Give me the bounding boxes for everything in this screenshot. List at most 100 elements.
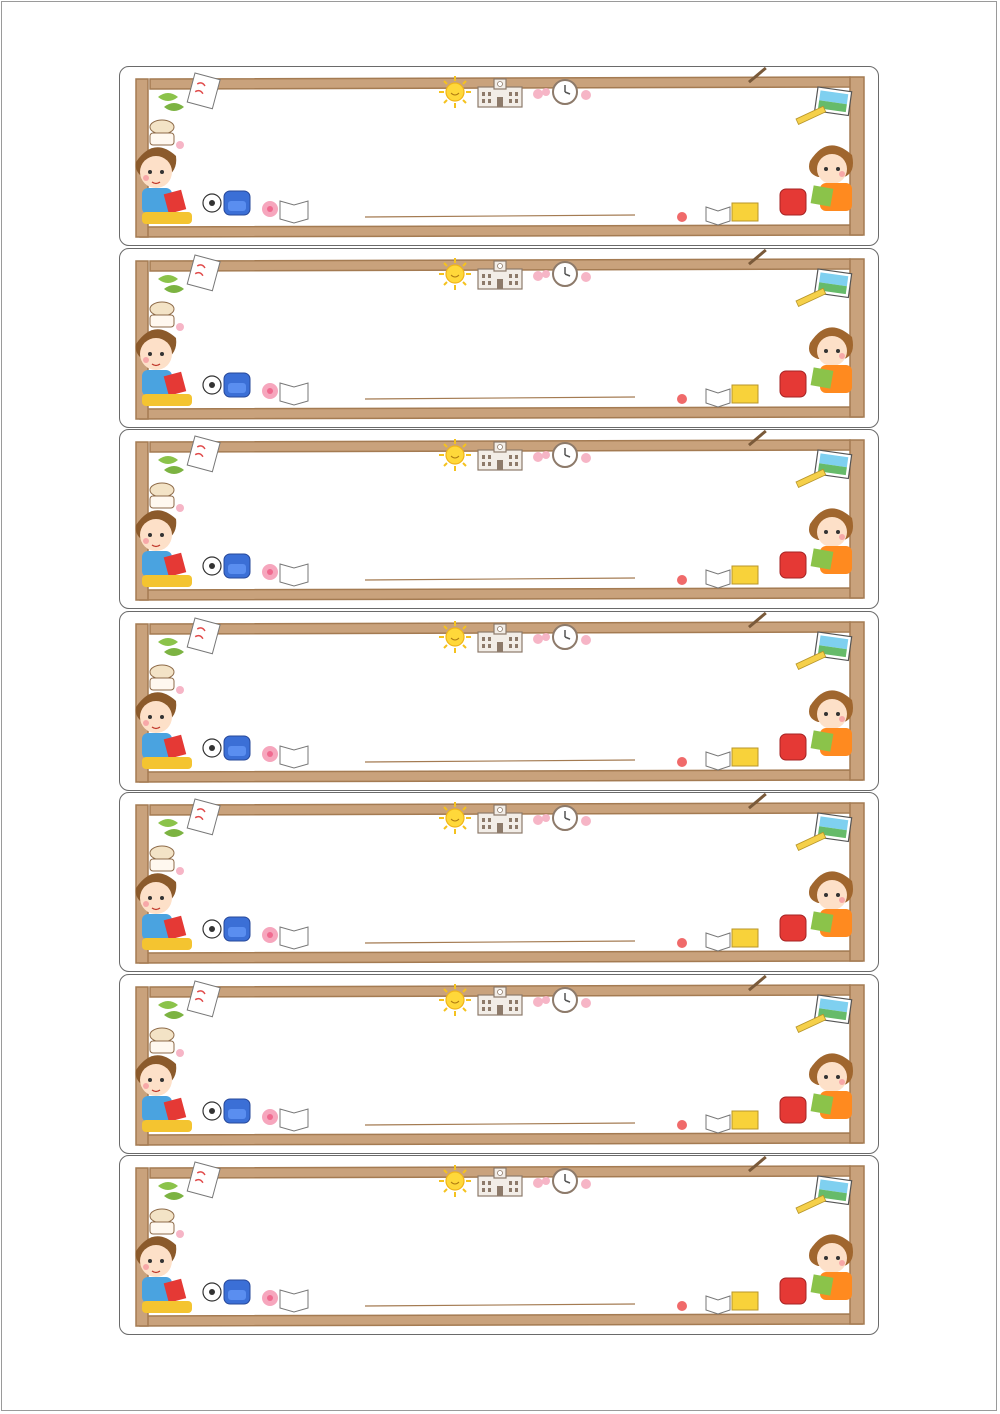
backpack-icon (223, 735, 251, 760)
lunch-bowl-icon (149, 119, 175, 146)
girl-reading-icon (809, 145, 853, 211)
label-frame (135, 430, 865, 601)
cherry-blossom-icon (533, 995, 550, 1007)
pencil-icon (748, 67, 767, 84)
girl-reading-icon (809, 326, 853, 393)
cherry-blossom-icon (677, 575, 687, 585)
book-icon (279, 744, 309, 769)
cherry-blossom-icon (677, 212, 687, 222)
backpack-icon (779, 1277, 807, 1305)
name-label-card-6[interactable] (119, 973, 879, 1154)
school-building-icon (477, 804, 523, 834)
name-label-card-2[interactable] (119, 247, 879, 428)
backpack-icon (779, 370, 807, 397)
test-paper-icon (186, 979, 221, 1017)
book-icon (731, 928, 759, 948)
ruler-icon (795, 105, 827, 125)
cherry-blossom-icon (176, 867, 184, 875)
soccer-ball-icon (202, 1100, 222, 1121)
book-icon (279, 563, 309, 587)
cherry-blossom-icon (581, 1179, 591, 1189)
cherry-blossom-icon (677, 938, 687, 948)
clock-icon (552, 986, 578, 1013)
ruler-icon (795, 468, 827, 488)
book-icon (279, 1289, 309, 1313)
cherry-blossom-icon (262, 201, 278, 217)
clock-icon (552, 1168, 578, 1194)
book-icon (279, 200, 309, 224)
book-icon (731, 1291, 759, 1311)
name-label-card-1[interactable] (119, 66, 879, 246)
clock-icon (552, 79, 578, 105)
cherry-blossom-icon (533, 451, 550, 462)
sun-icon (439, 802, 471, 834)
backpack-icon (779, 551, 807, 579)
pencil-icon (748, 1156, 767, 1173)
name-label-card-4[interactable] (119, 610, 879, 791)
cherry-blossom-icon (677, 1119, 687, 1130)
cherry-blossom-icon (677, 1301, 687, 1311)
sun-icon (439, 76, 471, 108)
pencil-icon (748, 430, 767, 447)
book-icon (705, 1295, 731, 1315)
book-icon (731, 565, 759, 585)
soccer-ball-icon (202, 737, 222, 758)
soccer-ball-icon (202, 919, 222, 939)
ruler-icon (795, 287, 827, 307)
lunch-bowl-icon (149, 1027, 175, 1053)
backpack-icon (779, 733, 807, 760)
cherry-blossom-icon (176, 1048, 184, 1057)
book-icon (731, 747, 759, 766)
test-paper-icon (186, 1161, 221, 1199)
cherry-blossom-icon (581, 90, 591, 100)
book-icon (731, 384, 759, 403)
name-label-card-5[interactable] (119, 792, 879, 972)
test-paper-icon (186, 798, 221, 836)
lunch-bowl-icon (149, 482, 175, 509)
lunch-bowl-icon (149, 1208, 175, 1235)
leaf-icon (158, 637, 184, 656)
label-frame (135, 793, 865, 964)
clock-icon (552, 805, 578, 831)
backpack-icon (223, 372, 251, 397)
leaf-icon (158, 1182, 184, 1200)
cherry-blossom-icon (581, 271, 591, 282)
soccer-ball-icon (202, 374, 222, 395)
label-frame (135, 248, 865, 420)
boy-reading-icon (135, 328, 192, 406)
cherry-blossom-icon (677, 393, 687, 404)
school-building-icon (477, 985, 523, 1016)
label-frame (135, 1156, 865, 1327)
sun-icon (439, 257, 471, 290)
cherry-blossom-icon (176, 141, 184, 149)
clock-icon (552, 442, 578, 468)
name-label-card-7[interactable] (119, 1155, 879, 1335)
girl-reading-icon (809, 508, 853, 574)
backpack-icon (223, 553, 251, 579)
soccer-ball-icon (202, 1282, 222, 1302)
school-building-icon (477, 622, 523, 653)
test-paper-icon (186, 435, 221, 473)
ruler-icon (795, 1194, 827, 1214)
test-paper-icon (186, 253, 221, 291)
backpack-icon (223, 1098, 251, 1123)
cherry-blossom-icon (581, 634, 591, 645)
backpack-icon (779, 188, 807, 216)
school-building-icon (477, 259, 523, 290)
sun-icon (439, 439, 471, 471)
lunch-bowl-icon (149, 664, 175, 690)
name-label-card-3[interactable] (119, 429, 879, 609)
cherry-blossom-icon (581, 453, 591, 463)
label-sheet (119, 66, 879, 1337)
girl-reading-icon (809, 689, 853, 756)
soccer-ball-icon (202, 193, 222, 213)
painting-icon (813, 449, 853, 480)
test-paper-icon (186, 72, 221, 110)
pencil-icon (748, 248, 767, 265)
book-icon (279, 926, 309, 950)
lunch-bowl-icon (149, 301, 175, 327)
label-frame (135, 67, 865, 238)
pencil-icon (748, 974, 767, 991)
cherry-blossom-icon (581, 997, 591, 1008)
clock-icon (552, 260, 578, 287)
